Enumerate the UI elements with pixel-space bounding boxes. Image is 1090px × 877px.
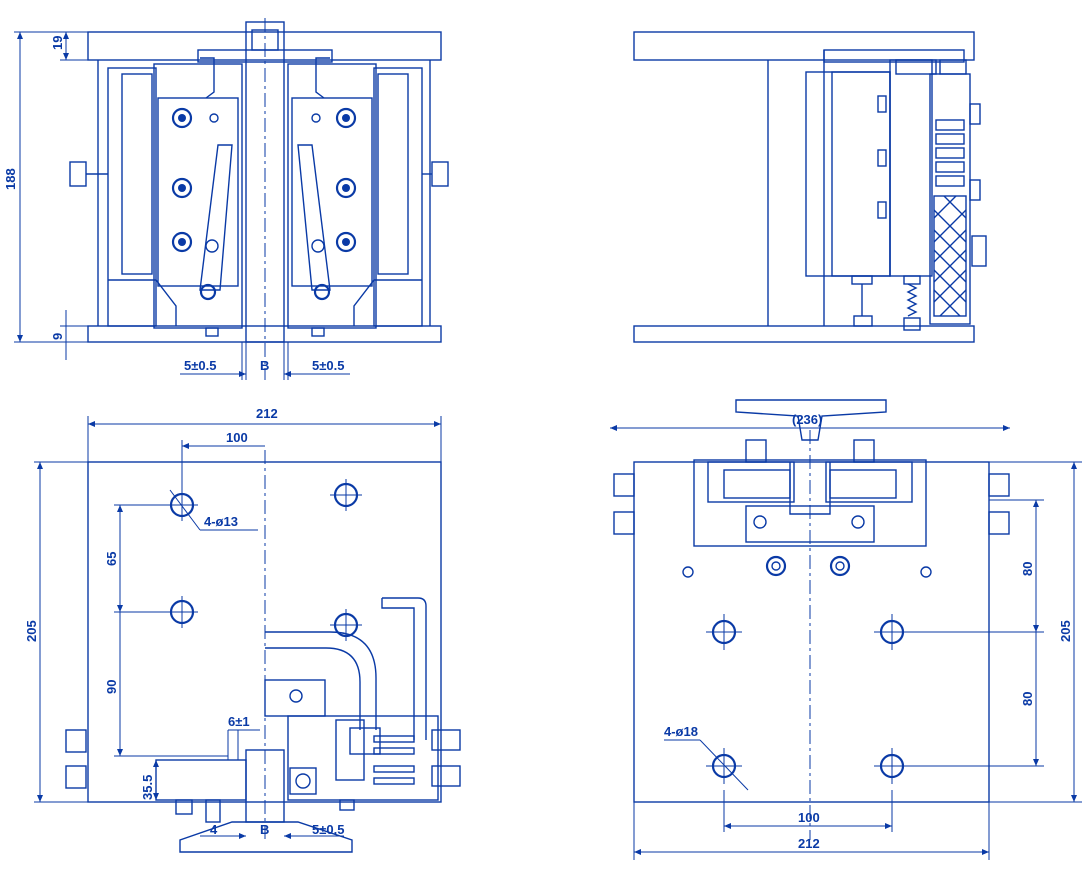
dim-gap-right: 5±0.5 (312, 358, 344, 373)
dim-80-bottom: 80 (1020, 692, 1035, 706)
dim-205-left: 205 (24, 620, 39, 642)
dim-35-5: 35.5 (140, 775, 155, 800)
dim-4: 4 (210, 822, 218, 837)
plan-view-left (34, 416, 461, 853)
dim-100-left: 100 (226, 430, 248, 445)
dim-100-right: 100 (798, 810, 820, 825)
dim-80-top: 80 (1020, 562, 1035, 576)
dim-holes-13: 4-ø13 (204, 514, 238, 529)
dim-9: 9 (50, 333, 65, 340)
dim-236: (236) (792, 412, 822, 427)
dim-rail-plan: B (260, 822, 269, 837)
plan-view-right (610, 399, 1082, 860)
dim-holes-18: 4-ø18 (664, 724, 698, 739)
dim-205-right: 205 (1058, 620, 1073, 642)
dim-212-right: 212 (798, 836, 820, 851)
dim-clear: 5±0.5 (312, 822, 344, 837)
dim-65: 65 (104, 552, 119, 566)
dim-90: 90 (104, 680, 119, 694)
front-view (14, 18, 449, 380)
dim-6pm1: 6±1 (228, 714, 250, 729)
dim-19: 19 (50, 36, 65, 50)
side-view (633, 31, 987, 343)
dim-188: 188 (3, 168, 18, 190)
dim-rail-front: B (260, 358, 269, 373)
dim-gap-left: 5±0.5 (184, 358, 216, 373)
dim-212-left: 212 (256, 406, 278, 421)
